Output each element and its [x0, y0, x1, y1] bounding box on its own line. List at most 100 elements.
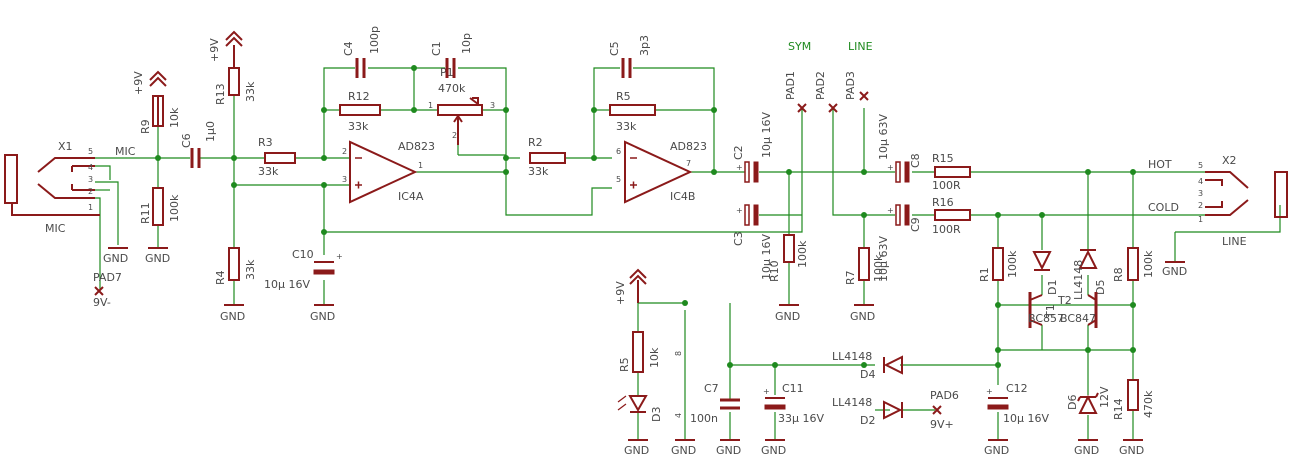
resistor-r12: R12 33k: [339, 90, 381, 133]
svg-text:GND: GND: [850, 310, 875, 323]
x1-pin4: 4: [88, 163, 93, 172]
svg-text:R14: R14: [1112, 398, 1125, 420]
capacitor-c12: + C12 10µ 16V: [986, 382, 1049, 425]
svg-text:GND: GND: [624, 444, 649, 457]
resistor-r11: R11 100k: [139, 187, 181, 226]
gnd-symbol: GND: [761, 439, 786, 457]
svg-text:3: 3: [342, 175, 347, 184]
svg-text:GND: GND: [103, 252, 128, 265]
svg-text:GND: GND: [220, 310, 245, 323]
gnd-symbol: GND: [310, 304, 335, 323]
svg-text:+: +: [887, 163, 894, 172]
svg-text:2: 2: [342, 147, 347, 156]
svg-text:GND: GND: [775, 310, 800, 323]
svg-text:7: 7: [686, 159, 691, 168]
svg-text:C10: C10: [292, 248, 314, 261]
svg-text:10k: 10k: [168, 107, 181, 128]
pad2: PAD2: [814, 71, 838, 113]
pad1: PAD1: [784, 71, 807, 113]
svg-text:6: 6: [616, 147, 621, 156]
svg-text:C6: C6: [180, 133, 193, 148]
capacitor-c4: C4 100p: [342, 26, 381, 78]
svg-text:T2: T2: [1057, 294, 1072, 307]
capacitor-c8: + C8 10µ 63V: [877, 114, 922, 183]
svg-text:+9V: +9V: [614, 281, 627, 305]
svg-text:33k: 33k: [258, 165, 279, 178]
svg-text:C5: C5: [608, 41, 621, 56]
svg-text:PAD3: PAD3: [844, 71, 857, 100]
ground-symbols: GND GND GND GND GND GND GND GND GND GND …: [103, 247, 1187, 457]
gnd-symbol: GND: [1074, 439, 1099, 457]
gnd-symbol: GND: [850, 304, 875, 323]
svg-text:1µ0: 1µ0: [204, 121, 217, 142]
svg-text:C11: C11: [782, 382, 804, 395]
capacitors: C6 1µ0 C4 100p C1 10p C5 3p3 + C10 10µ 1…: [180, 26, 1049, 425]
svg-text:100k: 100k: [168, 194, 181, 222]
gnd-symbol: GND: [624, 439, 649, 457]
resistor-r16: R16 100R: [932, 196, 971, 236]
gnd-symbol: GND: [775, 304, 800, 323]
svg-text:C12: C12: [1006, 382, 1028, 395]
svg-text:D6: D6: [1066, 395, 1079, 410]
svg-text:33k: 33k: [348, 120, 369, 133]
svg-text:R12: R12: [348, 90, 370, 103]
svg-text:10µ 16V: 10µ 16V: [264, 278, 310, 291]
svg-text:4: 4: [674, 413, 683, 418]
capacitor-c11: + C11 33µ 16V: [763, 382, 824, 425]
svg-text:C8: C8: [909, 153, 922, 168]
svg-text:33k: 33k: [244, 81, 257, 102]
pad6: PAD6 9V+: [930, 389, 959, 431]
diode-d4: LL4148 D4: [832, 350, 903, 381]
svg-text:33µ 16V: 33µ 16V: [778, 412, 824, 425]
svg-text:1: 1: [428, 101, 433, 110]
transistor-t2: T2 BC847: [1057, 292, 1098, 328]
x1-label: MIC: [45, 222, 66, 235]
svg-text:C3: C3: [732, 231, 745, 246]
junctions: [155, 65, 1136, 368]
gnd-symbol: GND: [220, 304, 245, 323]
x1-pin5: 5: [88, 147, 93, 156]
svg-text:3: 3: [1198, 189, 1203, 198]
svg-text:10µ 16V: 10µ 16V: [760, 112, 773, 158]
gnd-symbol: GND: [145, 247, 170, 265]
pad7-ref: PAD7: [93, 271, 122, 284]
capacitor-c7: C7 100n: [690, 382, 740, 425]
svg-text:D1: D1: [1046, 280, 1059, 295]
gnd-symbol: GND: [716, 439, 741, 457]
svg-text:C1: C1: [430, 41, 443, 56]
svg-text:+9V: +9V: [208, 38, 221, 62]
svg-text:IC4B: IC4B: [670, 190, 695, 203]
svg-text:100R: 100R: [932, 179, 961, 192]
connector-x2: X2 HOT COLD LINE 5 4 3 2 1: [1148, 154, 1288, 248]
capacitor-c5: C5 3p3: [608, 35, 651, 78]
potentiometer-p1: P1 470k 1 2 3: [428, 66, 495, 145]
svg-text:+9V: +9V: [132, 71, 145, 95]
svg-text:+: +: [336, 252, 343, 261]
cold-label: COLD: [1148, 201, 1179, 214]
svg-text:1: 1: [418, 161, 423, 170]
svg-text:R7: R7: [844, 270, 857, 285]
svg-text:PAD6: PAD6: [930, 389, 959, 402]
svg-text:1: 1: [1198, 215, 1203, 224]
resistor-r5-led: R5 10k: [618, 331, 661, 373]
svg-text:GND: GND: [761, 444, 786, 457]
sym-label: SYM: [788, 40, 811, 53]
svg-text:+: +: [887, 206, 894, 215]
capacitor-c9: + C9 10µ 63V: [877, 204, 922, 282]
svg-text:12V: 12V: [1098, 386, 1111, 408]
resistor-r9: R9 10k: [139, 95, 181, 134]
svg-text:R8: R8: [1112, 267, 1125, 282]
transistors: T1 BC857 T2 BC847: [1028, 292, 1098, 328]
svg-text:D2: D2: [860, 414, 875, 427]
svg-text:10k: 10k: [648, 347, 661, 368]
svg-text:BC847: BC847: [1060, 312, 1096, 325]
svg-text:5: 5: [1198, 161, 1203, 170]
svg-text:R13: R13: [214, 83, 227, 105]
x2-label: LINE: [1222, 235, 1247, 248]
svg-text:3: 3: [490, 101, 495, 110]
resistor-r2: R2 33k: [528, 136, 566, 178]
svg-text:GND: GND: [671, 444, 696, 457]
resistor-r7: R7 100k: [844, 247, 885, 285]
svg-text:GND: GND: [1119, 444, 1144, 457]
svg-text:R11: R11: [139, 202, 152, 224]
